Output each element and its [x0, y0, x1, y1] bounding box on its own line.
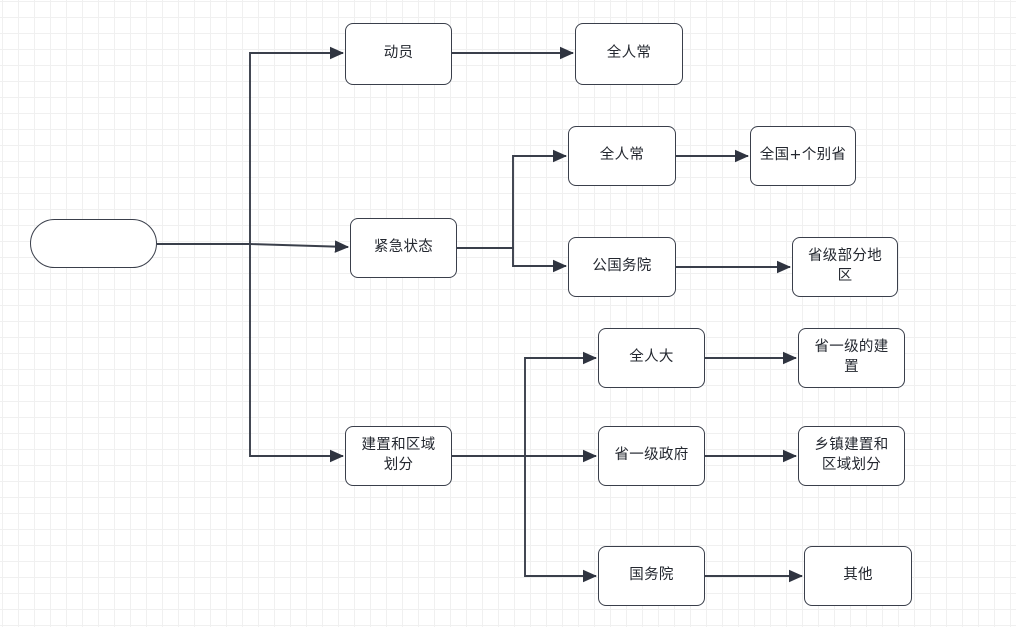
node-dongyuan-label: 动员: [383, 45, 414, 62]
edge-jianzhi-to-guowuyuan: [452, 455, 598, 583]
node-jinjizhuangtai[interactable]: 紧急状态: [350, 218, 457, 278]
node-shengyijidejianzhi[interactable]: 省一级的建 置: [798, 328, 905, 388]
node-qita-label: 其他: [843, 567, 873, 584]
node-quanrenchang-mid-label: 全人常: [599, 147, 645, 164]
node-shengyijidejianzhi-label: 省一级的建 置: [814, 339, 889, 375]
node-quanguo-gebiesheng-label: 全国+个别省: [759, 147, 847, 164]
edge-root-to-jianzhihequyuhuafen: [157, 243, 345, 463]
node-xiangzhenjianzhi-quyuhuafen[interactable]: 乡镇建置和 区域划分: [798, 426, 905, 486]
edge-jinjizhuangtai-to-quanrenchang: [457, 149, 568, 249]
node-qita[interactable]: 其他: [804, 546, 912, 606]
node-jianzhihequyuhuafen[interactable]: 建置和区域 划分: [345, 426, 452, 486]
edge-root-to-dongyuan: [157, 46, 345, 245]
node-shengjibufendiqu[interactable]: 省级部分地 区: [792, 237, 898, 297]
node-quanrenchang-top-label: 全人常: [606, 45, 652, 62]
node-guowuyuan[interactable]: 国务院: [598, 546, 705, 606]
node-jinjizhuangtai-label: 紧急状态: [373, 239, 434, 256]
node-guowuyuan-label: 国务院: [629, 567, 674, 584]
node-shengyijizhengfu-label: 省一级政府: [614, 447, 689, 464]
node-root[interactable]: [30, 219, 157, 268]
node-dongyuan[interactable]: 动员: [345, 23, 452, 85]
node-quanrenchang-mid[interactable]: 全人常: [568, 126, 676, 186]
node-quanrenda[interactable]: 全人大: [598, 328, 705, 388]
node-quanguo-gebiesheng[interactable]: 全国+个别省: [750, 126, 856, 186]
node-quanrenchang-top[interactable]: 全人常: [575, 23, 683, 85]
node-quanrenda-label: 全人大: [629, 349, 674, 366]
edge-jinjizhuangtai-to-gongguowuyuan: [457, 247, 568, 273]
edge-root-to-jinjizhuangtai: [157, 240, 350, 253]
node-gongguowuyuan[interactable]: 公国务院: [568, 237, 676, 297]
node-shengjibufendiqu-label: 省级部分地 区: [808, 248, 882, 284]
node-shengyijizhengfu[interactable]: 省一级政府: [598, 426, 705, 486]
edge-jianzhi-to-quanrenda: [452, 351, 598, 457]
node-jianzhihequyuhuafen-label: 建置和区域 划分: [361, 437, 436, 473]
node-gongguowuyuan-label: 公国务院: [592, 258, 652, 275]
node-xiangzhenjianzhi-quyuhuafen-label: 乡镇建置和 区域划分: [814, 437, 889, 473]
